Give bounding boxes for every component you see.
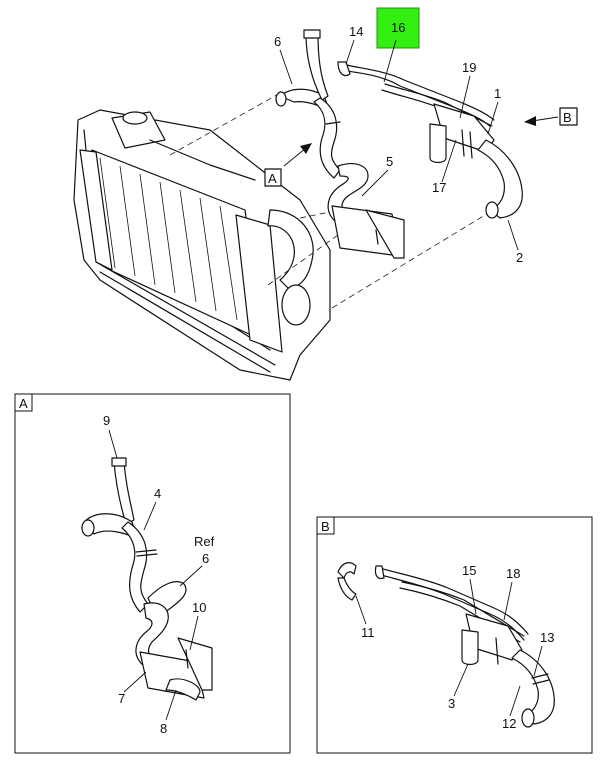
callout-6: 6 xyxy=(274,34,281,49)
callout-16[interactable]: 16 xyxy=(391,20,405,35)
detail-a-panel: A xyxy=(14,393,291,754)
alignment-lines xyxy=(169,91,491,309)
highlight-16-box[interactable] xyxy=(376,7,420,49)
detail-a-callout-9: 9 xyxy=(103,413,110,428)
callout-17: 17 xyxy=(432,180,446,195)
view-arrow-b: B xyxy=(524,107,578,126)
detail-a-callout-10: 10 xyxy=(192,600,206,615)
detail-b-callout-11: 11 xyxy=(361,625,375,640)
detail-a-callout-4: 4 xyxy=(154,486,161,501)
detail-b-title: B xyxy=(321,519,330,534)
detail-a-callout-6: 6 xyxy=(202,551,209,566)
detail-a-callout-7: 7 xyxy=(118,691,125,706)
callout-5: 5 xyxy=(386,154,393,169)
detail-b-callout-15: 15 xyxy=(462,563,476,578)
detail-a-callout-ref: Ref xyxy=(194,534,215,549)
callout-19: 19 xyxy=(462,60,476,75)
callout-1: 1 xyxy=(494,86,501,101)
detail-a-callout-8: 8 xyxy=(160,721,167,736)
detail-b-panel: B xyxy=(316,516,593,754)
view-a-label: A xyxy=(268,171,277,186)
detail-b-callout-18: 18 xyxy=(506,566,520,581)
upper-hose-assembly xyxy=(275,29,405,259)
callout-2: 2 xyxy=(516,250,523,265)
detail-b-callout-13: 13 xyxy=(540,630,554,645)
view-arrow-a: A xyxy=(264,143,312,187)
radiator-assembly xyxy=(73,109,331,381)
tube-bundle-assembly xyxy=(337,61,523,219)
detail-a-title: A xyxy=(19,396,28,411)
view-b-box xyxy=(559,107,578,126)
detail-b-callout-12: 12 xyxy=(502,716,516,731)
detail-a-callouts: 9 4 Ref 6 10 7 8 xyxy=(103,413,215,736)
view-b-label: B xyxy=(563,110,572,125)
callout-14: 14 xyxy=(349,24,363,39)
main-callouts: 6 14 19 1 5 17 2 xyxy=(274,24,523,265)
view-a-box xyxy=(264,168,282,187)
detail-b-callouts: 15 18 11 13 3 12 xyxy=(355,563,554,731)
detail-b-callout-3: 3 xyxy=(448,696,455,711)
